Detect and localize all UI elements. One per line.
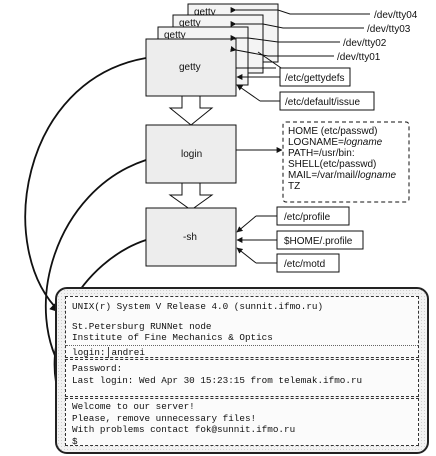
env-logname-prefix: LOGNAME= [288,137,344,148]
login-label: login [181,149,202,160]
etc-motd-file-box: /etc/motd [276,253,340,273]
tty02-label: /dev/tty02 [343,38,387,49]
home-profile-file-box: $HOME/.profile [276,230,364,250]
motd-contact: With problems contact fok@sunnit.ifmo.ru [72,424,296,435]
etc-profile-label: /etc/profile [284,212,331,223]
env-path: PATH=/usr/bin: [288,148,355,159]
environment-box: HOME (etc/passwd) LOGNAME=logname PATH=/… [282,121,410,203]
system-banner: UNIX(r) System V Release 4.0 (sunnit.ifm… [72,301,324,312]
sh-box: -sh [145,207,237,267]
tty03-label: /dev/tty03 [367,24,411,35]
tty04-label: /dev/tty04 [374,10,418,21]
getty-label: getty [179,62,201,73]
env-home: HOME (etc/passwd) [288,126,377,137]
gettydefs-file-box: /etc/gettydefs [279,67,351,87]
login-box: login [145,124,237,184]
password-prompt: Password: [72,363,123,374]
getty-back-2-label: getty [179,18,201,29]
env-mail: MAIL=/var/mail/logname [288,170,397,181]
home-profile-label: $HOME/.profile [284,236,353,247]
terminal-banner-section: UNIX(r) System V Release 4.0 (sunnit.ifm… [65,296,419,358]
tty-lines [230,7,370,71]
shell-prompt[interactable]: $ [72,435,78,447]
terminal-login-section: Password: Last login: Wed Apr 30 15:23:1… [65,359,419,397]
node-line: St.Petersburg RUNNet node [72,320,212,332]
login-prompt: login: [72,346,106,358]
getty-to-login-arrow [168,95,214,126]
env-logname-var: logname [344,137,383,148]
default-issue-file-box: /etc/default/issue [279,91,375,111]
sh-label: -sh [183,232,197,243]
getty-back-3-label: getty [194,7,216,18]
terminal-screen: UNIX(r) System V Release 4.0 (sunnit.ifm… [55,287,429,454]
default-issue-label: /etc/default/issue [285,97,360,108]
login-to-sh-arrow [168,182,214,211]
gettydefs-label: /etc/gettydefs [285,73,344,84]
login-to-prompt-curve [44,159,147,377]
tty01-label: /dev/tty01 [337,52,381,63]
getty-box: getty [145,38,237,97]
env-tz: TZ [288,181,300,192]
getty-back-1-label: getty [164,30,186,41]
section-divider [66,344,418,346]
login-input[interactable]: andrei [108,346,145,358]
env-mail-var: logname [358,170,397,181]
login-line: login: andrei [66,347,418,359]
env-mail-prefix: MAIL=/var/mail/ [288,170,358,181]
last-login-line: Last login: Wed Apr 30 15:23:15 from tel… [72,374,363,386]
terminal-motd-section: Welcome to our server! Please, remove un… [65,398,419,447]
motd-welcome: Welcome to our server! [72,401,195,412]
motd-remove-files: Please, remove unnecessary files! [72,412,257,424]
etc-motd-label: /etc/motd [284,259,325,270]
env-shell: SHELL(etc/passwd) [288,159,376,170]
getty-to-banner-curve [24,57,147,313]
blank-line [66,313,418,321]
institute-line: Institute of Fine Mechanics & Optics [72,332,273,343]
etc-profile-file-box: /etc/profile [276,206,350,226]
env-logname: LOGNAME=logname [288,137,383,148]
